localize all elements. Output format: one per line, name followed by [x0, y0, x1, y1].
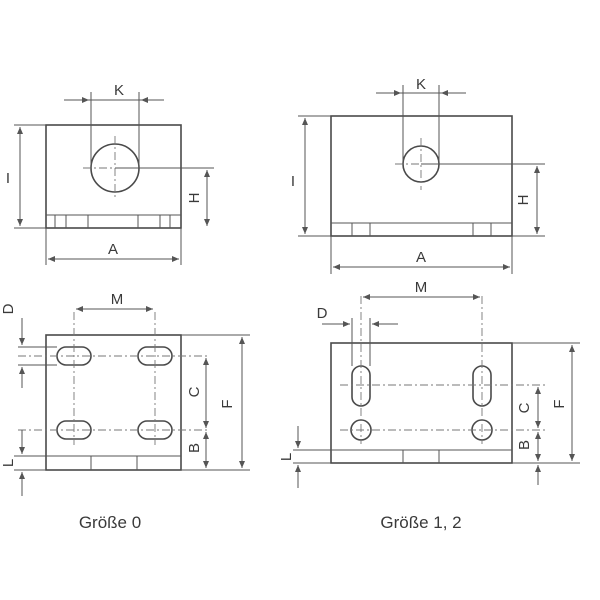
size0-label-F: F: [219, 399, 236, 408]
size12-front-body: [330, 115, 513, 237]
size12-bottom-view: [293, 294, 580, 488]
size0-front-body: [45, 124, 182, 229]
size0-label-L: L: [0, 459, 17, 467]
size12-label-B: B: [516, 440, 533, 450]
size0-label-M: M: [111, 291, 124, 308]
size12-label-K: K: [416, 76, 426, 93]
size12-label-D: D: [317, 305, 328, 322]
size0-label-C: C: [186, 386, 203, 397]
size0-label-H: H: [186, 193, 203, 204]
size12-caption: Größe 1, 2: [380, 513, 461, 532]
size12-label-L: L: [278, 453, 295, 461]
size0-label-K: K: [114, 82, 124, 99]
size12-bottom-body: [330, 342, 513, 464]
size0-bottom-body: [45, 334, 182, 471]
size12-front-view: [298, 85, 545, 274]
size0-bottom-view: [14, 306, 250, 496]
size12-label-A: A: [416, 249, 426, 266]
size12-label-I: I: [291, 173, 295, 190]
size12-label-H: H: [515, 195, 532, 206]
size0-caption: Größe 0: [79, 513, 141, 532]
size0-label-D: D: [0, 303, 17, 314]
size0-label-A: A: [108, 241, 118, 258]
size12-label-C: C: [516, 402, 533, 413]
size0-front-view: [14, 92, 214, 265]
size0-label-I: I: [6, 170, 10, 187]
size0-label-B: B: [186, 443, 203, 453]
size12-label-M: M: [415, 279, 428, 296]
size12-label-F: F: [551, 399, 568, 408]
